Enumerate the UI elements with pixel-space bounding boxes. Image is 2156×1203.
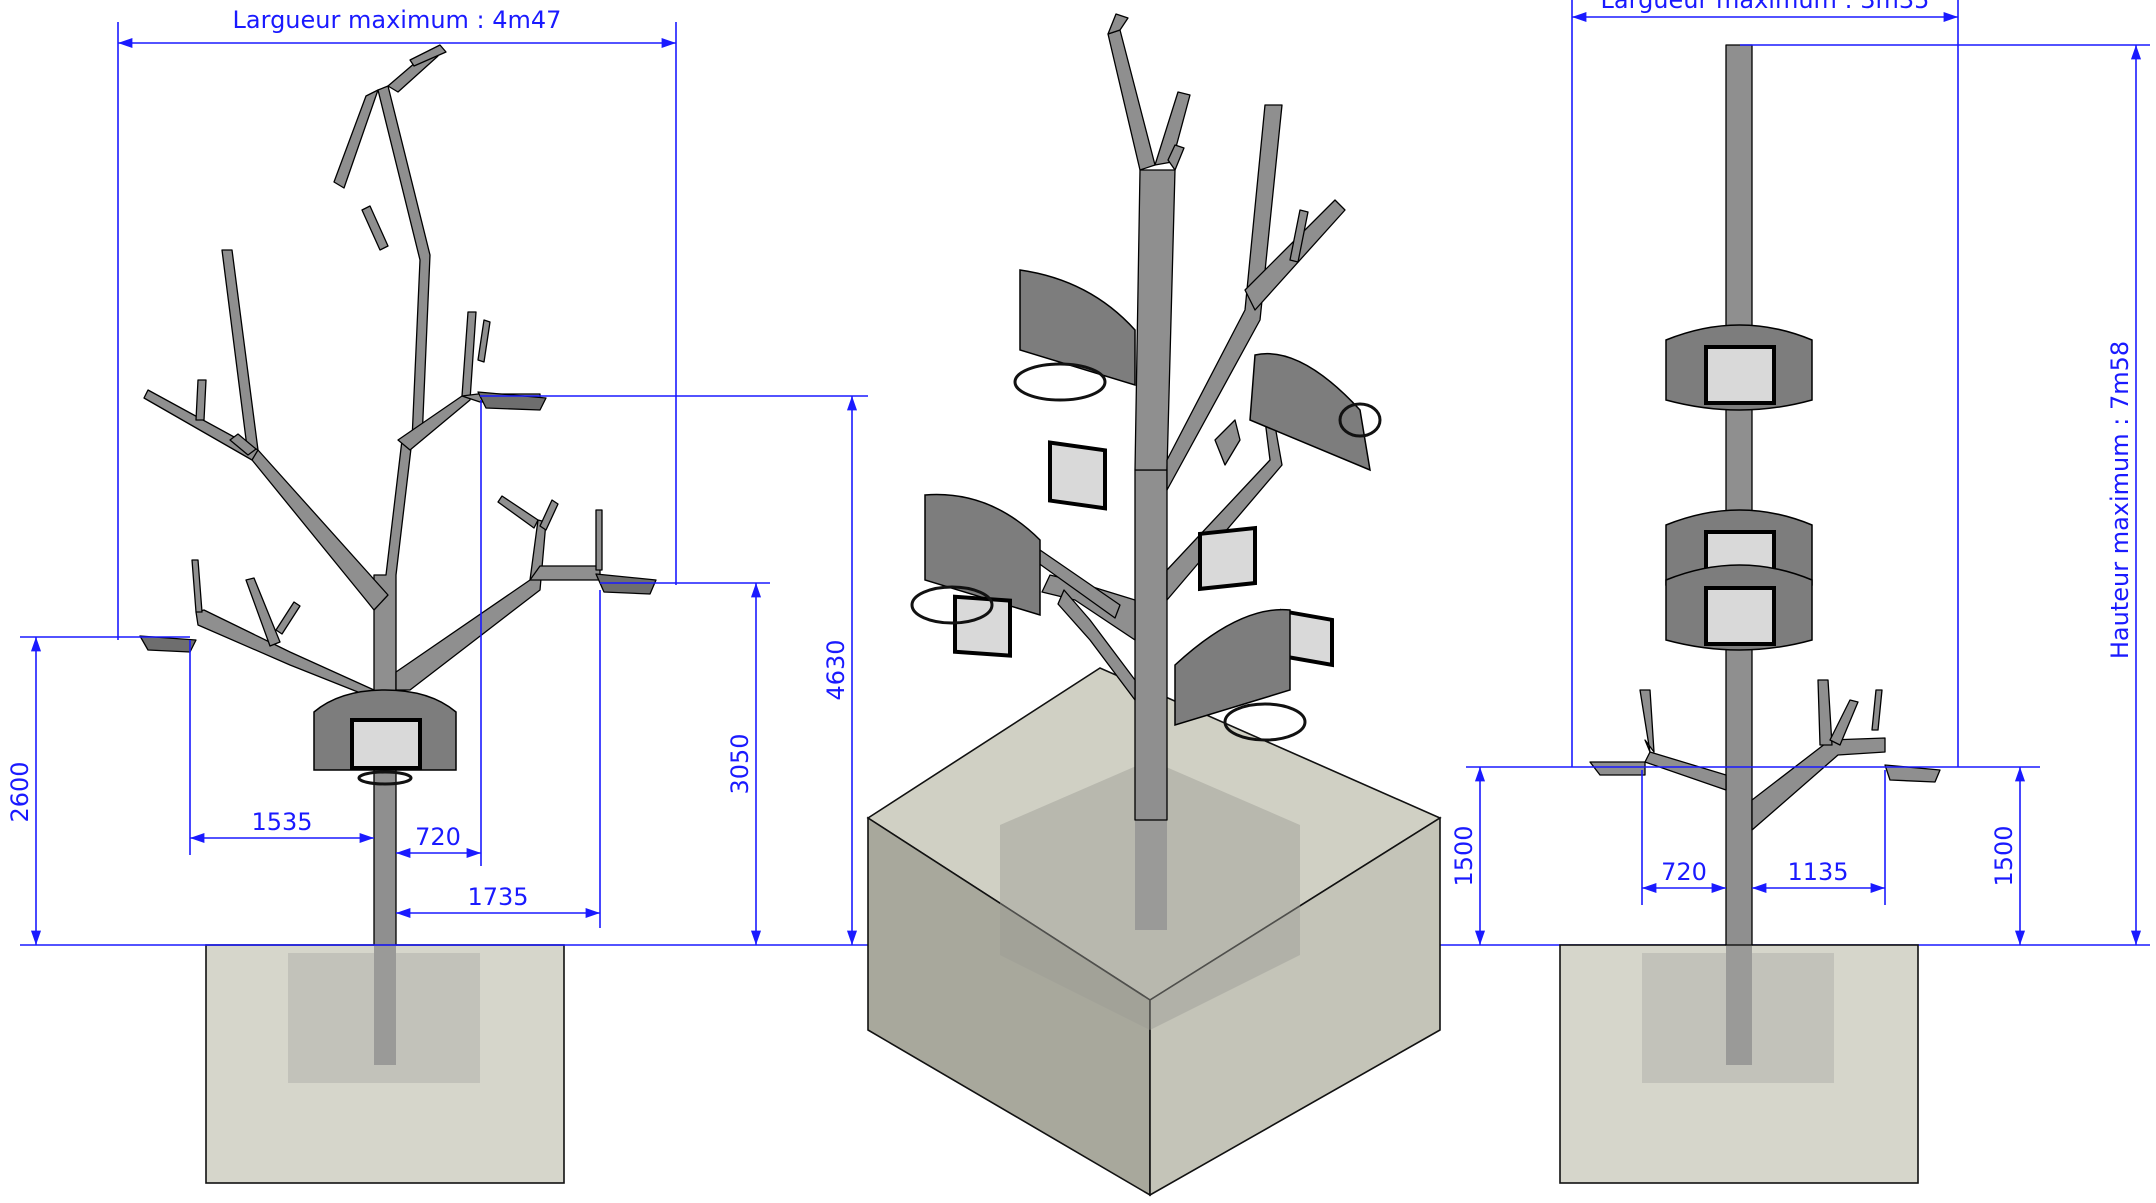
side-dim-1135: 1135: [1752, 770, 1886, 905]
front-dim-1735-label: 1735: [467, 883, 528, 911]
front-tree: [139, 44, 657, 946]
iso-backboard-3-frame: [953, 594, 1012, 658]
side-tree: [1589, 44, 1941, 946]
front-dim-4630-label: 4630: [822, 639, 850, 700]
front-view: Largueur maximum : 4m47 2600 3050 4630 1…: [6, 6, 2150, 1184]
front-dim-1735: 1735: [396, 590, 601, 928]
iso-backboard-2: [1249, 353, 1371, 472]
side-dim-720-label: 720: [1661, 858, 1707, 886]
side-dim-1500-right-label: 1500: [1990, 825, 2018, 886]
side-dim-720: 720: [1641, 770, 1726, 905]
front-dim-2600-label: 2600: [6, 761, 34, 822]
front-backboard-frame: [350, 718, 422, 770]
iso-backboard-3: [924, 493, 1041, 617]
front-width-dimension: Largueur maximum : 4m47: [117, 6, 677, 640]
iso-backboard-1-frame: [1048, 440, 1107, 511]
iso-buried-post: [1135, 820, 1167, 930]
side-view: Largueur maximum : 3m35 Hauteur maximum …: [1450, 0, 2150, 1184]
iso-hoop-1: [1013, 362, 1107, 402]
front-width-label: Largueur maximum : 4m47: [233, 6, 562, 34]
iso-hoop-2: [1338, 402, 1382, 438]
side-buried-post: [1726, 945, 1752, 1065]
front-dim-4630: 4630: [480, 395, 868, 945]
iso-hoop-3: [910, 585, 994, 625]
side-width-dimension: Largueur maximum : 3m35: [1571, 0, 1959, 767]
iso-backboard-4-frame: [1198, 525, 1257, 592]
iso-tree: [910, 13, 1382, 821]
side-dim-1135-label: 1135: [1787, 858, 1848, 886]
iso-backboard-4: [1174, 608, 1291, 727]
iso-cube-right: [1149, 816, 1441, 1197]
iso-hoop-4: [1223, 702, 1307, 742]
front-dim-1535-label: 1535: [251, 808, 312, 836]
front-dim-3050-label: 3050: [726, 733, 754, 794]
front-dim-720-label: 720: [415, 823, 461, 851]
side-backboard-top-frame: [1704, 345, 1776, 405]
side-height-dimension: Hauteur maximum : 7m58: [1740, 44, 2150, 945]
front-dim-3050: 3050: [600, 582, 770, 945]
side-height-label: Hauteur maximum : 7m58: [2106, 341, 2134, 659]
side-dim-1500-left: 1500: [1450, 766, 2040, 945]
side-dim-1500-right: 1500: [1990, 767, 2026, 945]
front-hoop: [357, 770, 413, 786]
iso-backboard-1: [1019, 269, 1136, 387]
side-dim-1500-left-label: 1500: [1450, 825, 1478, 886]
isometric-view: [866, 13, 1442, 1197]
side-width-label: Largueur maximum : 3m35: [1601, 0, 1930, 14]
front-dim-720: 720: [396, 400, 482, 866]
front-dim-1535: 1535: [189, 640, 374, 855]
front-buried-post: [374, 945, 396, 1065]
front-dim-2600: 2600: [6, 636, 190, 945]
side-backboard-low-frame: [1704, 586, 1776, 646]
